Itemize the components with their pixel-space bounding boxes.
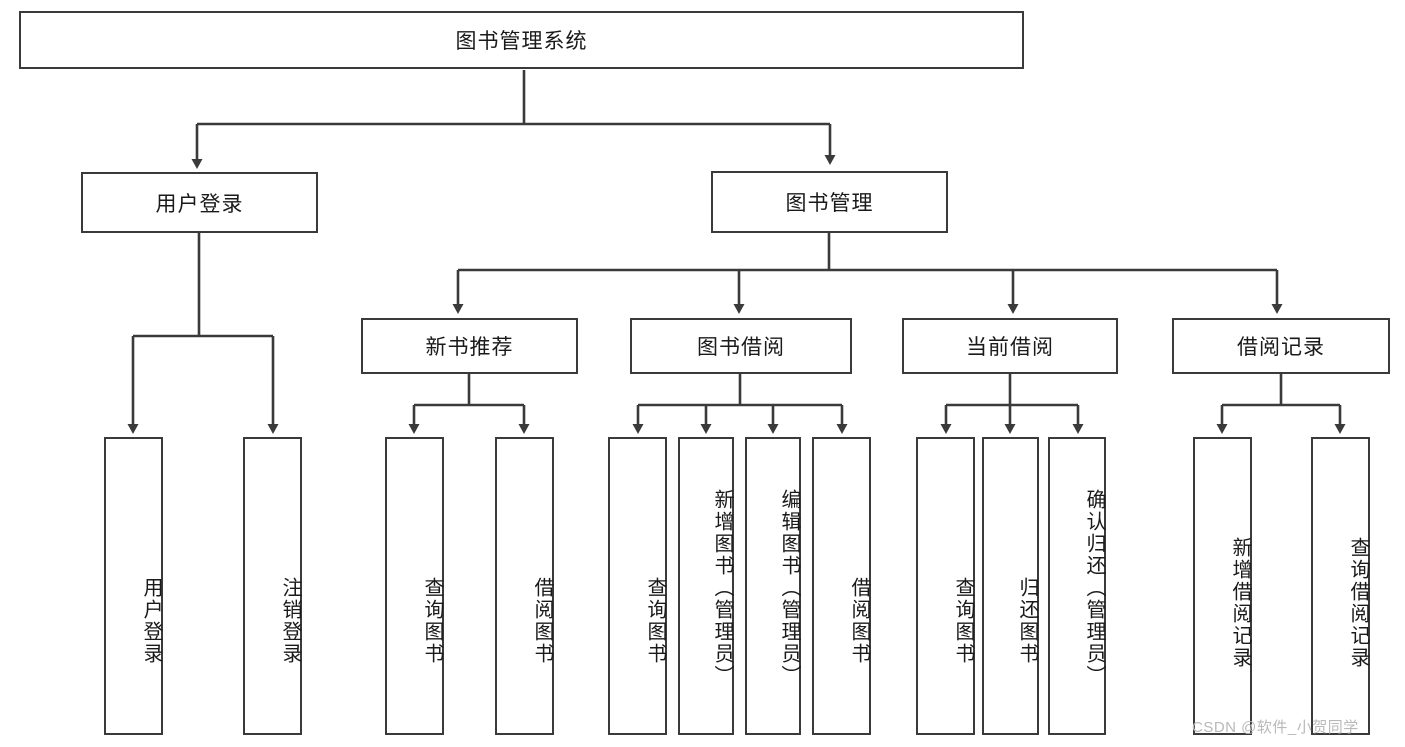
node-label: 用户登录 — [140, 577, 162, 665]
node-label: 查询图书 — [952, 577, 974, 665]
node-book-borrow[interactable]: 图书借阅 — [630, 318, 852, 374]
leaf-query-borrow-record[interactable]: 查询借阅记录 — [1311, 437, 1370, 735]
leaf-borrow-book[interactable]: 借阅图书 — [812, 437, 871, 735]
node-root-book-management-system[interactable]: 图书管理系统 — [19, 11, 1024, 69]
node-label: 归还图书 — [1016, 577, 1038, 665]
node-borrow-record[interactable]: 借阅记录 — [1172, 318, 1390, 374]
leaf-edit-book-admin[interactable]: 编辑图书（管理员） — [745, 437, 801, 735]
leaf-return-book[interactable]: 归还图书 — [982, 437, 1039, 735]
node-label: 图书管理系统 — [455, 30, 588, 53]
node-label: 新增图书（管理员） — [711, 489, 733, 687]
node-book-management[interactable]: 图书管理 — [711, 171, 948, 233]
node-label: 图书借阅 — [697, 336, 785, 359]
node-new-book-recommend[interactable]: 新书推荐 — [361, 318, 578, 374]
node-current-borrow[interactable]: 当前借阅 — [902, 318, 1118, 374]
leaf-confirm-return-admin[interactable]: 确认归还（管理员） — [1048, 437, 1106, 735]
leaf-user-login[interactable]: 用户登录 — [104, 437, 163, 735]
node-label: 新增借阅记录 — [1229, 537, 1251, 669]
node-label: 借阅记录 — [1237, 336, 1325, 359]
node-label: 当前借阅 — [966, 336, 1054, 359]
node-label: 查询借阅记录 — [1347, 537, 1369, 669]
watermark-text: CSDN @软件_小贺同学 — [1192, 719, 1359, 736]
leaf-query-book-recommend[interactable]: 查询图书 — [385, 437, 444, 735]
node-label: 确认归还（管理员） — [1083, 489, 1105, 687]
node-label: 新书推荐 — [425, 336, 514, 359]
leaf-logout-login[interactable]: 注销登录 — [243, 437, 302, 735]
node-user-login[interactable]: 用户登录 — [81, 172, 318, 233]
node-label: 编辑图书（管理员） — [778, 489, 800, 687]
node-label: 注销登录 — [279, 577, 301, 665]
leaf-add-borrow-record[interactable]: 新增借阅记录 — [1193, 437, 1252, 735]
node-label: 用户登录 — [155, 192, 244, 216]
leaf-borrow-book-recommend[interactable]: 借阅图书 — [495, 437, 554, 735]
leaf-add-book-admin[interactable]: 新增图书（管理员） — [678, 437, 734, 735]
leaf-query-book-borrow[interactable]: 查询图书 — [608, 437, 667, 735]
node-label: 查询图书 — [644, 577, 666, 665]
node-label: 借阅图书 — [531, 577, 553, 665]
leaf-query-book-current[interactable]: 查询图书 — [916, 437, 975, 735]
node-label: 查询图书 — [421, 577, 443, 665]
node-label: 图书管理 — [785, 192, 874, 215]
node-label: 借阅图书 — [848, 577, 870, 665]
